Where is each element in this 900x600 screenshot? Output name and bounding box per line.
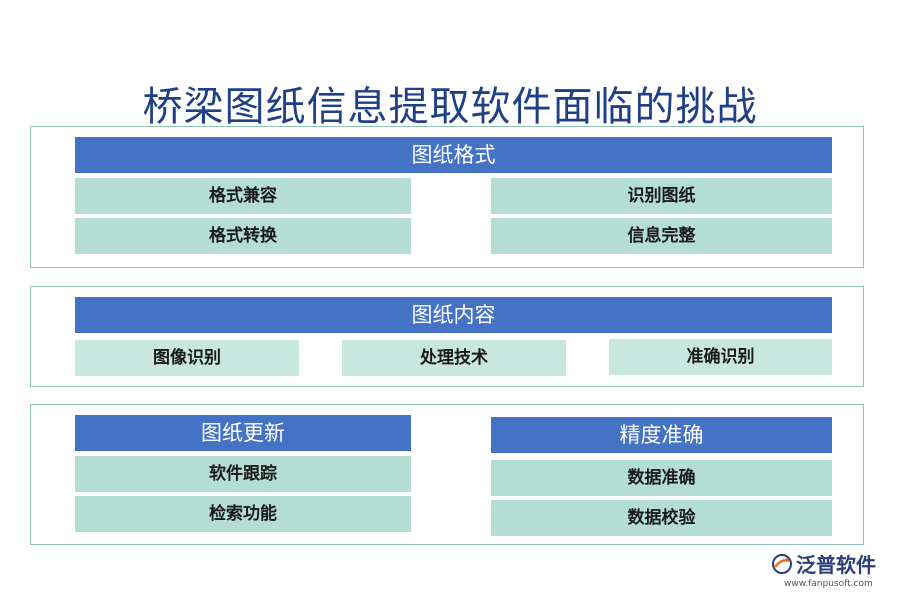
format-item-complete: 信息完整 (491, 218, 832, 254)
format-header: 图纸格式 (75, 137, 832, 173)
logo-name: 泛普软件 (796, 553, 876, 577)
content-item-image-recognition: 图像识别 (75, 340, 299, 376)
format-item-compat: 格式兼容 (75, 178, 411, 214)
precision-header: 精度准确 (491, 417, 832, 453)
fanpu-logo: 泛普软件 www.fanpusoft.com (770, 552, 895, 596)
content-item-accurate-recognition: 准确识别 (609, 339, 832, 375)
format-item-convert: 格式转换 (75, 218, 411, 254)
update-item-tracking: 软件跟踪 (75, 456, 411, 492)
logo-mark-icon (772, 554, 792, 574)
content-header: 图纸内容 (75, 297, 832, 333)
format-panel: 图纸格式 格式兼容 格式转换 识别图纸 信息完整 (30, 126, 864, 268)
precision-item-verify: 数据校验 (491, 500, 832, 536)
content-panel: 图纸内容 图像识别 处理技术 准确识别 (30, 286, 864, 387)
update-item-search: 检索功能 (75, 496, 411, 532)
format-item-recognize: 识别图纸 (491, 178, 832, 214)
diagram-title: 桥梁图纸信息提取软件面临的挑战 (142, 84, 758, 130)
precision-item-accurate: 数据准确 (491, 460, 832, 496)
update-header: 图纸更新 (75, 415, 411, 451)
content-item-processing: 处理技术 (342, 340, 566, 376)
logo-url: www.fanpusoft.com (784, 579, 873, 589)
update-precision-panel: 图纸更新 软件跟踪 检索功能 精度准确 数据准确 数据校验 (30, 404, 864, 545)
